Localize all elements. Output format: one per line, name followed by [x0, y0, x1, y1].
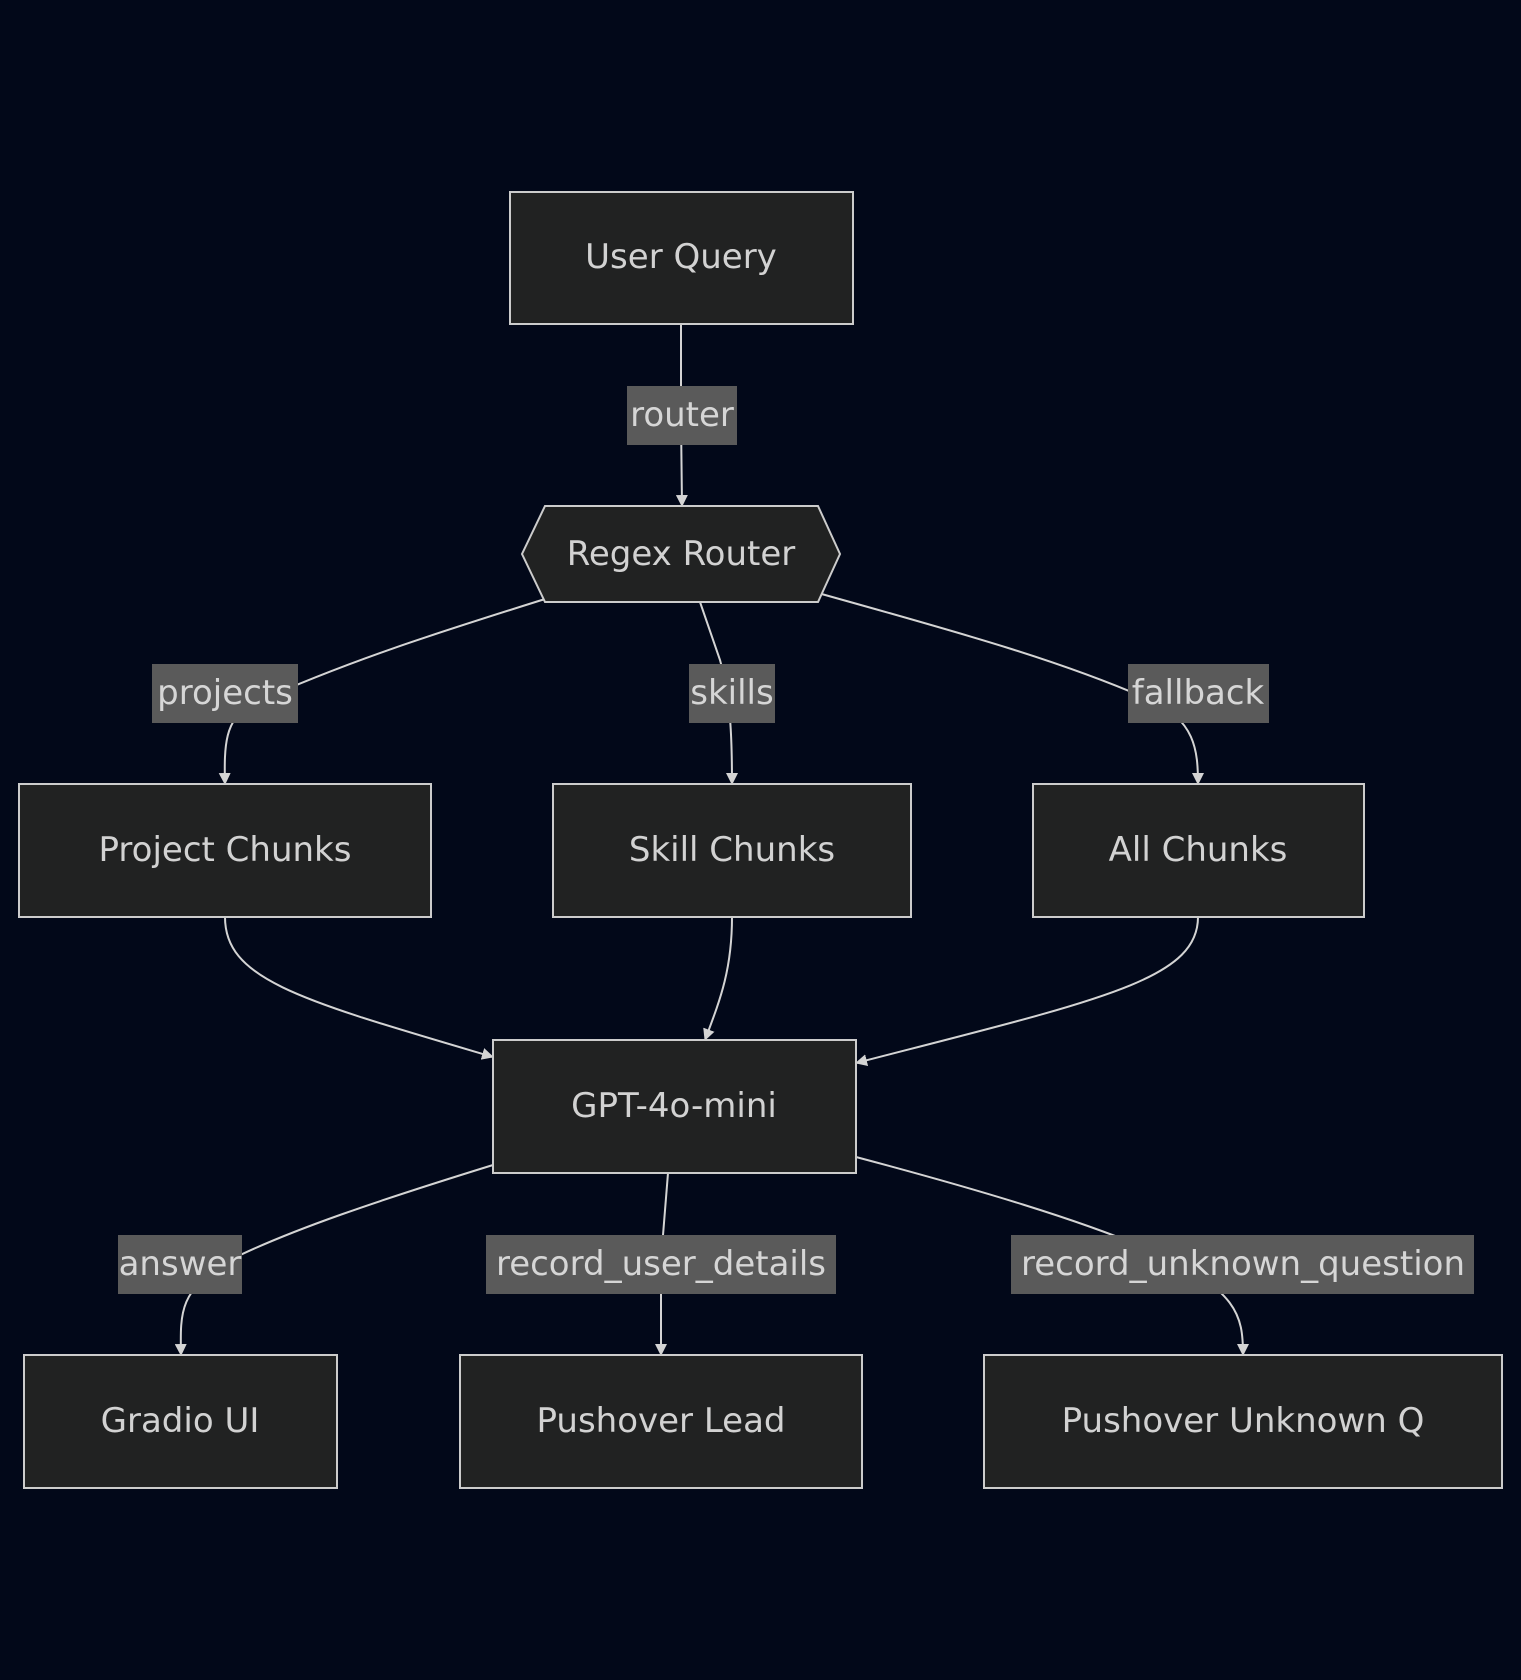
- svg-text:Pushover Lead: Pushover Lead: [536, 1401, 785, 1441]
- nodes: User Query Regex Router Project Chunks S…: [18, 191, 1503, 1489]
- svg-text:GPT-4o-mini: GPT-4o-mini: [571, 1086, 777, 1126]
- svg-text:Skill Chunks: Skill Chunks: [629, 830, 835, 870]
- edge-label-skills: skills: [689, 664, 775, 723]
- node-skill-chunks[interactable]: Skill Chunks: [552, 783, 912, 918]
- svg-text:User Query: User Query: [585, 237, 777, 277]
- svg-text:record_unknown_question: record_unknown_question: [1021, 1244, 1465, 1284]
- edge-label-record-user-details: record_user_details: [486, 1235, 836, 1294]
- svg-text:All Chunks: All Chunks: [1109, 830, 1288, 870]
- edge-gpt-to-gradio-ui: [174, 1164, 494, 1356]
- node-user-query[interactable]: User Query: [509, 191, 854, 325]
- edge-label-answer: answer: [118, 1235, 242, 1294]
- node-gradio-ui[interactable]: Gradio UI: [23, 1354, 338, 1489]
- node-regex-router[interactable]: Regex Router: [520, 505, 842, 603]
- node-pushover-unknown-q[interactable]: Pushover Unknown Q: [983, 1354, 1503, 1489]
- svg-text:Regex Router: Regex Router: [567, 534, 796, 574]
- edge-skill-chunks-to-gpt: [703, 916, 733, 1041]
- svg-text:router: router: [630, 395, 734, 435]
- edge-regex-router-to-project-chunks: [218, 598, 546, 785]
- svg-text:fallback: fallback: [1132, 673, 1265, 713]
- edge-labels: router projects skills fallback answer r…: [118, 386, 1474, 1294]
- edge-label-router: router: [627, 386, 737, 445]
- svg-text:skills: skills: [690, 673, 773, 713]
- svg-text:Pushover Unknown Q: Pushover Unknown Q: [1062, 1401, 1425, 1441]
- node-project-chunks[interactable]: Project Chunks: [18, 783, 432, 918]
- node-pushover-lead[interactable]: Pushover Lead: [459, 1354, 863, 1489]
- node-all-chunks[interactable]: All Chunks: [1032, 783, 1365, 918]
- edge-all-chunks-to-gpt: [855, 916, 1199, 1067]
- edge-project-chunks-to-gpt: [224, 916, 494, 1060]
- svg-text:record_user_details: record_user_details: [496, 1244, 826, 1284]
- edge-label-projects: projects: [152, 664, 298, 723]
- svg-text:projects: projects: [157, 673, 293, 713]
- node-gpt-4o-mini[interactable]: GPT-4o-mini: [492, 1039, 857, 1174]
- edge-regex-router-to-all-chunks: [817, 592, 1204, 785]
- svg-text:Gradio UI: Gradio UI: [101, 1401, 260, 1441]
- edge-label-fallback: fallback: [1128, 664, 1269, 723]
- svg-text:Project Chunks: Project Chunks: [99, 830, 352, 870]
- edge-label-record-unknown-question: record_unknown_question: [1011, 1235, 1474, 1294]
- svg-text:answer: answer: [119, 1244, 242, 1284]
